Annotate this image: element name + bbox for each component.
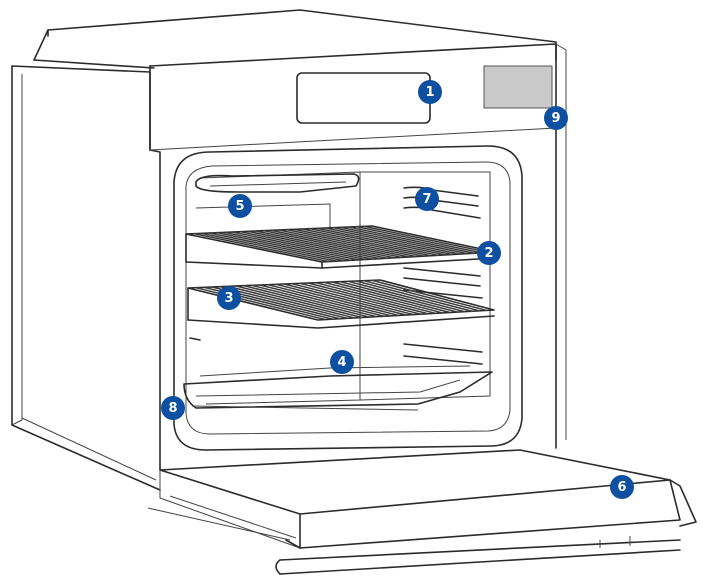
rack-wire	[275, 283, 399, 317]
rack-wire	[247, 230, 381, 260]
callout-number: 7	[422, 192, 431, 207]
lower-wire-rack	[187, 279, 495, 341]
display-window	[296, 72, 431, 124]
callout-4: 4	[330, 350, 354, 374]
rack-wire	[348, 226, 475, 254]
callout-badge	[228, 194, 252, 218]
callout-8: 8	[161, 396, 185, 420]
rack-wire	[317, 227, 446, 256]
rack-wire	[271, 229, 402, 259]
rack-wire	[331, 281, 451, 314]
rack-wire	[323, 281, 443, 314]
rack-wire	[278, 229, 410, 258]
baking-tray	[183, 365, 493, 411]
rack-wire	[340, 226, 468, 255]
rack-wire	[315, 281, 436, 315]
rack-wire	[209, 232, 344, 262]
rack-wire	[299, 282, 421, 315]
callout-7: 7	[415, 187, 439, 211]
rack-wire	[240, 230, 373, 260]
callout-number: 4	[337, 355, 346, 370]
rack-wire	[201, 232, 337, 262]
callout-badges: 1 2 3 4 5 6 7 8 9	[161, 80, 634, 499]
rack-wire	[294, 228, 424, 257]
rack-wire	[193, 232, 330, 263]
rack-wire	[224, 231, 359, 261]
rack-wire	[267, 283, 392, 317]
rack-wire	[347, 280, 465, 313]
callout-number: 8	[168, 401, 177, 416]
callout-badge	[418, 80, 442, 104]
callout-number: 1	[425, 85, 434, 100]
control-knob-panel	[483, 65, 553, 109]
oven-door	[159, 449, 697, 575]
rack-wire	[291, 282, 414, 316]
callout-3: 3	[217, 286, 241, 310]
rack-wire	[263, 229, 395, 259]
callout-badge	[161, 396, 185, 420]
rack-wire	[219, 285, 348, 320]
rack-wire	[235, 285, 363, 319]
callout-number: 9	[551, 111, 560, 126]
callout-1: 1	[418, 80, 442, 104]
callout-5: 5	[228, 194, 252, 218]
rack-wire	[339, 280, 458, 313]
rack-wire	[356, 225, 482, 254]
side-rack-rails	[403, 186, 483, 365]
rack-wire	[333, 226, 460, 255]
callout-badge	[544, 106, 568, 130]
rack-wire	[286, 228, 417, 258]
rack-wire	[251, 284, 377, 318]
callout-badge	[217, 286, 241, 310]
rack-wire	[255, 230, 388, 259]
rack-wire	[363, 279, 480, 312]
rack-wire	[302, 228, 431, 257]
rack-wire	[216, 231, 352, 262]
callout-badge	[610, 475, 634, 499]
rack-wire	[259, 284, 385, 317]
control-panel	[296, 65, 553, 124]
rack-wire	[364, 225, 489, 254]
callout-9: 9	[544, 106, 568, 130]
callout-number: 3	[224, 291, 233, 306]
rack-wire	[227, 285, 355, 319]
rack-wire	[355, 280, 473, 312]
rack-wire	[325, 227, 453, 256]
rack-wire	[309, 227, 439, 257]
rack-wire	[283, 283, 407, 316]
rack-wire	[307, 282, 429, 315]
callout-number: 5	[235, 199, 244, 214]
callout-2: 2	[477, 241, 501, 265]
rack-wire	[195, 286, 326, 321]
oven-housing	[11, 9, 567, 491]
callout-badge	[415, 187, 439, 211]
rack-wire	[371, 279, 487, 312]
callout-badge	[477, 241, 501, 265]
callout-6: 6	[610, 475, 634, 499]
cabinet-base	[21, 417, 291, 541]
rack-wire	[232, 231, 366, 261]
callout-number: 2	[484, 246, 493, 261]
rack-wire	[243, 284, 370, 318]
callout-badge	[330, 350, 354, 374]
upper-wire-rack	[185, 225, 497, 269]
callout-number: 6	[617, 480, 626, 495]
